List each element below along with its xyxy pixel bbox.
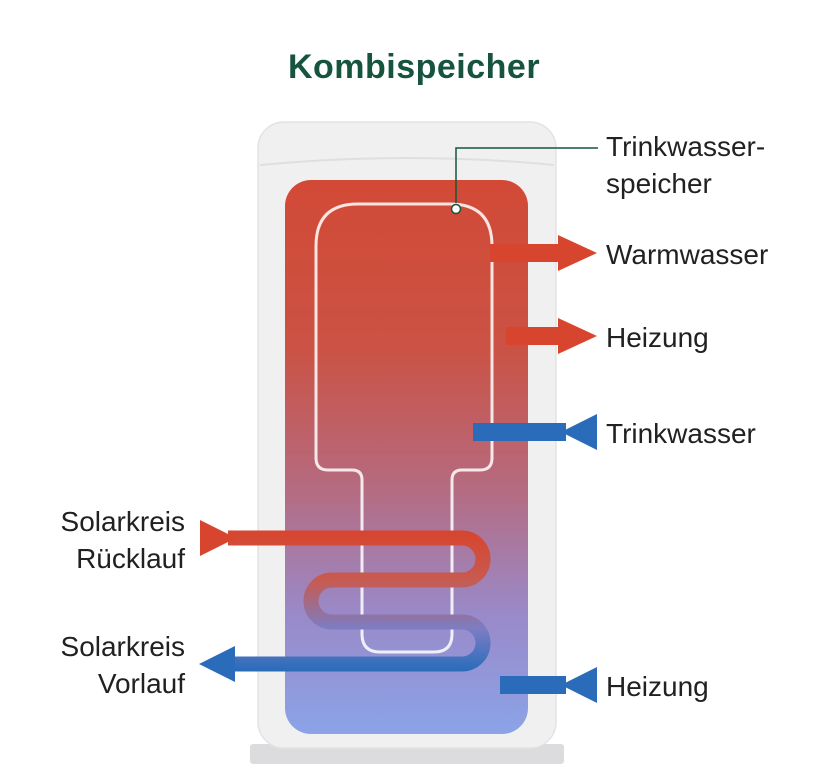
inner-tank-pointer-dot	[450, 203, 462, 215]
label-solarkreis-vorlauf-line1: Solarkreis	[60, 631, 185, 662]
solar-ruecklauf-arrow-head-icon	[200, 520, 236, 556]
label-trinkwasserspeicher: Trinkwasser- speicher	[606, 128, 765, 202]
solar-coil-pipe	[228, 530, 491, 672]
label-trinkwasser: Trinkwasser	[606, 418, 756, 449]
tank-thermal-gradient	[285, 180, 528, 734]
warmwasser-arrow	[490, 235, 597, 271]
tank-lid-seam	[259, 157, 555, 166]
heizung-top-arrow-bar	[506, 327, 562, 345]
label-solarkreis-vorlauf: Solarkreis Vorlauf	[20, 628, 185, 702]
label-heizung-bottom: Heizung	[606, 671, 709, 702]
heizung-top-arrow	[506, 318, 597, 354]
heizung-bottom-arrow-head-icon	[561, 667, 597, 703]
label-solarkreis-vorlauf-line2: Vorlauf	[97, 668, 185, 699]
inner-tank-outline	[314, 202, 494, 654]
label-warmwasser: Warmwasser	[606, 239, 769, 270]
heizung-top-arrow-head-icon	[558, 318, 597, 354]
label-solarkreis-ruecklauf-line1: Solarkreis	[60, 506, 185, 537]
inner-tank-pointer-line	[455, 147, 598, 203]
warmwasser-arrow-head-icon	[558, 235, 597, 271]
warmwasser-arrow-bar	[490, 244, 562, 262]
heizung-bottom-arrow-bar	[500, 676, 566, 694]
trinkwasser-arrow-bar	[473, 423, 566, 441]
tank-base	[250, 744, 564, 764]
solar-vorlauf-arrow-head-icon	[199, 646, 235, 682]
label-heizung-top: Heizung	[606, 322, 709, 353]
label-trinkwasserspeicher-line1: Trinkwasser-	[606, 131, 766, 162]
heizung-bottom-arrow	[500, 667, 597, 703]
trinkwasser-arrow	[473, 414, 597, 450]
diagram-title: Kombispeicher	[287, 48, 541, 86]
trinkwasser-arrow-head-icon	[561, 414, 597, 450]
label-trinkwasserspeicher-line2: speicher	[606, 168, 712, 199]
label-solarkreis-ruecklauf: Solarkreis Rücklauf	[20, 503, 185, 577]
label-solarkreis-ruecklauf-line2: Rücklauf	[76, 543, 185, 574]
